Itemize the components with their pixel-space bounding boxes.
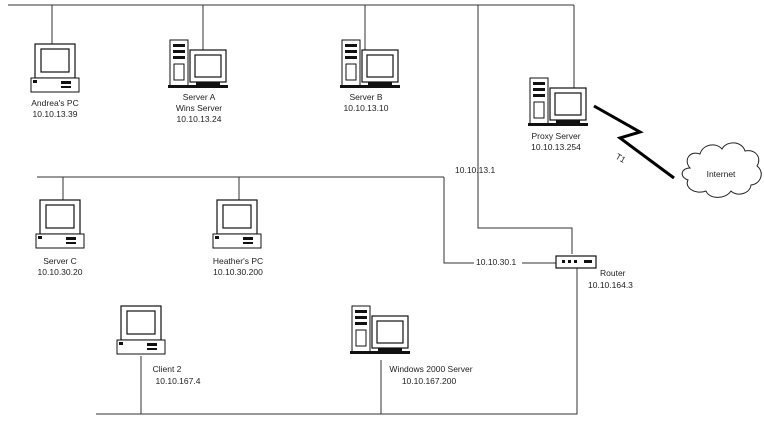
andreas-pc: Andrea's PC 10.10.13.39	[30, 43, 80, 119]
heathers-pc-name: Heather's PC	[213, 256, 263, 266]
internet-label: Internet	[707, 169, 736, 179]
desktop-pc-icon	[35, 199, 85, 249]
router-interface-13-label: 10.10.13.1	[455, 165, 495, 175]
windows-2000-server-name: Windows 2000 Server	[389, 364, 472, 374]
router-interface-30-label: 10.10.30.1	[476, 257, 516, 267]
client-2: Client 2 10.10.167.4	[116, 305, 201, 386]
router-uplink-13	[477, 5, 573, 254]
andreas-pc-ip: 10.10.13.39	[33, 109, 78, 119]
server-c-ip: 10.10.30.20	[38, 267, 83, 277]
server-icon	[339, 39, 401, 89]
server-a: Server A Wins Server 10.10.13.24	[167, 39, 229, 124]
windows-2000-server: Windows 2000 Server 10.10.167.200	[349, 305, 473, 386]
router-ip: 10.10.164.3	[588, 280, 633, 290]
client-2-ip: 10.10.167.4	[156, 376, 201, 386]
server-b: Server B 10.10.13.10	[339, 39, 401, 113]
t1-link	[593, 104, 675, 180]
proxy-server-ip: 10.10.13.254	[531, 142, 581, 152]
andreas-pc-name: Andrea's PC	[31, 98, 78, 108]
t1-label: T1	[614, 151, 628, 165]
client-2-name: Client 2	[153, 364, 182, 374]
server-icon	[527, 77, 589, 127]
desktop-pc-icon	[116, 305, 166, 355]
desktop-pc-icon	[212, 199, 262, 249]
desktop-pc-icon	[30, 43, 80, 93]
server-a-role: Wins Server	[176, 103, 222, 113]
router-link-167	[96, 268, 578, 415]
server-b-name: Server B	[349, 92, 382, 102]
server-b-ip: 10.10.13.10	[344, 103, 389, 113]
network-links	[8, 4, 578, 415]
server-c: Server C 10.10.30.20	[35, 199, 85, 277]
proxy-server-name: Proxy Server	[531, 131, 580, 141]
server-icon	[167, 39, 229, 89]
server-a-name: Server A	[183, 92, 216, 102]
router-name: Router	[600, 268, 626, 278]
server-a-ip: 10.10.13.24	[177, 114, 222, 124]
router: Router 10.10.164.3	[555, 255, 633, 290]
heathers-pc: Heather's PC 10.10.30.200	[212, 199, 263, 277]
internet-cloud	[681, 142, 762, 198]
server-icon	[349, 305, 411, 355]
heathers-pc-ip: 10.10.30.200	[213, 267, 263, 277]
server-c-name: Server C	[43, 256, 77, 266]
proxy-server: Proxy Server 10.10.13.254	[527, 77, 589, 152]
router-link-30	[443, 177, 556, 264]
windows-2000-server-ip: 10.10.167.200	[402, 376, 457, 386]
